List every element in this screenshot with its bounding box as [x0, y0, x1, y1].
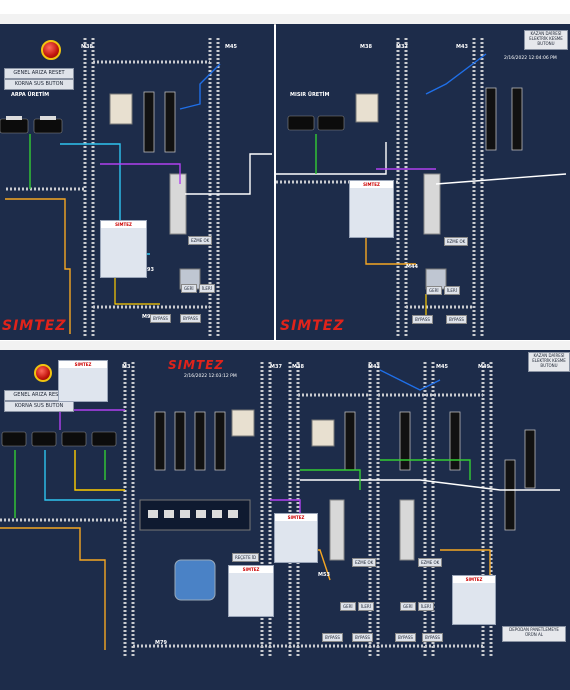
tag-m79: M79 [155, 640, 167, 646]
tag-m37-bottom: M37 [270, 364, 282, 370]
kazan-dairesi-kesme-button[interactable]: KAZAN DAİRESİ ELEKTRİK KESME BUTONU [524, 30, 568, 50]
misir-uretim-title: MISIR ÜRETİM [290, 92, 330, 98]
bypass-button-bottom-3[interactable]: BYPASS [395, 633, 416, 642]
recipe-dialog-bottom-2: SIMTEZ [274, 513, 318, 563]
main-production-panel: GENEL ARIZA RESET KORNA SUS BUTON SIMTEZ… [0, 350, 570, 690]
recipe-dialog-logo-1: SIMTEZ [229, 566, 273, 573]
simtez-logo-right: SIMTEZ [280, 318, 345, 334]
korna-sus-button-bottom[interactable]: KORNA SUS BUTON [4, 401, 74, 412]
tag-m38-bottom: M38 [292, 364, 304, 370]
geri-button-right[interactable]: GERİ [426, 286, 442, 295]
timestamp-bottom: 2/16/2022 12:03:12 PM [184, 374, 237, 379]
ezme-ok-status-bottom-2: EZME OK [418, 558, 443, 567]
recipe-dialog-right: SIMTEZ [349, 180, 394, 238]
tag-m90: M90 [142, 314, 154, 320]
tag-m37: M37 [396, 44, 408, 50]
arpa-uretim-panel: GENEL ARIZA RESET KORNA SUS BUTON ARPA Ü… [0, 24, 274, 340]
tag-m38: M38 [81, 44, 93, 50]
tag-m45-bottom: M45 [436, 364, 448, 370]
ileri-button[interactable]: İLERİ [199, 284, 215, 293]
ezme-ok-status-bottom-1: EZME OK [352, 558, 377, 567]
simtez-logo: SIMTEZ [2, 318, 67, 334]
simtez-logo-bottom: SIMTEZ [168, 358, 225, 372]
genel-ariza-reset-button[interactable]: GENEL ARIZA RESET [4, 68, 74, 79]
arpa-uretim-title: ARPA ÜRETİM [11, 92, 50, 98]
misir-uretim-panel: MISIR ÜRETİM M38 M37 M43 M44 KAZAN DAİRE… [276, 24, 570, 340]
recipe-dialog-logo-3: SIMTEZ [453, 576, 495, 583]
geri-button-bottom-2[interactable]: GERİ [400, 602, 416, 611]
tag-m44: M44 [406, 264, 418, 270]
bypass-button-right-1[interactable]: BYPASS [412, 315, 433, 324]
dialog-logo: SIMTEZ [101, 221, 146, 228]
emergency-stop-button[interactable] [41, 40, 61, 60]
emergency-stop-button-bottom[interactable] [34, 364, 52, 382]
tag-m43-bottom: M43 [368, 364, 380, 370]
recete-id-button[interactable]: REÇETE İD [232, 553, 260, 562]
tag-m3: M3 [122, 364, 131, 370]
kazan-dairesi-kesme-button-bottom[interactable]: KAZAN DAİRESİ ELEKTRİK KESME BUTONU [528, 352, 570, 372]
korna-sus-button[interactable]: KORNA SUS BUTON [4, 79, 74, 90]
alarm-dialog-bottom: SIMTEZ [58, 360, 108, 402]
depodan-paketlemeye-button[interactable]: DEPODAN PANETLEMEYE ÜRÜN AL [502, 626, 566, 642]
tag-m38-right: M38 [360, 44, 372, 50]
bypass-button-1[interactable]: BYPASS [150, 314, 171, 323]
recipe-dialog-bottom-1: SIMTEZ [228, 565, 274, 617]
tag-m43: M43 [456, 44, 468, 50]
bypass-button-2[interactable]: BYPASS [180, 314, 201, 323]
bypass-button-bottom-2[interactable]: BYPASS [352, 633, 373, 642]
main-process-diagram [0, 362, 560, 656]
tag-m53: M53 [318, 572, 330, 578]
tag-m45: M45 [225, 44, 237, 50]
recipe-dialog: SIMTEZ [100, 220, 147, 278]
tag-m49: M49 [478, 364, 490, 370]
ezme-ok-status: EZME OK [188, 236, 213, 245]
ezme-ok-status-right: EZME OK [444, 237, 469, 246]
tag-m93: M93 [142, 267, 154, 273]
ileri-button-bottom-2[interactable]: İLERİ [418, 602, 434, 611]
bypass-button-right-2[interactable]: BYPASS [446, 315, 467, 324]
recipe-dialog-logo-2: SIMTEZ [275, 514, 317, 521]
timestamp: 2/16/2022 12:04:06 PM [504, 56, 557, 61]
geri-button[interactable]: GERİ [181, 284, 197, 293]
ileri-button-right[interactable]: İLERİ [444, 286, 460, 295]
bypass-button-bottom-4[interactable]: BYPASS [422, 633, 443, 642]
alarm-dialog-logo: SIMTEZ [59, 361, 107, 368]
recipe-dialog-bottom-3: SIMTEZ [452, 575, 496, 625]
dialog-logo-right: SIMTEZ [350, 181, 393, 188]
ileri-button-bottom-1[interactable]: İLERİ [358, 602, 374, 611]
misir-process-diagram [276, 38, 567, 336]
bypass-button-bottom-1[interactable]: BYPASS [322, 633, 343, 642]
geri-button-bottom-1[interactable]: GERİ [340, 602, 356, 611]
